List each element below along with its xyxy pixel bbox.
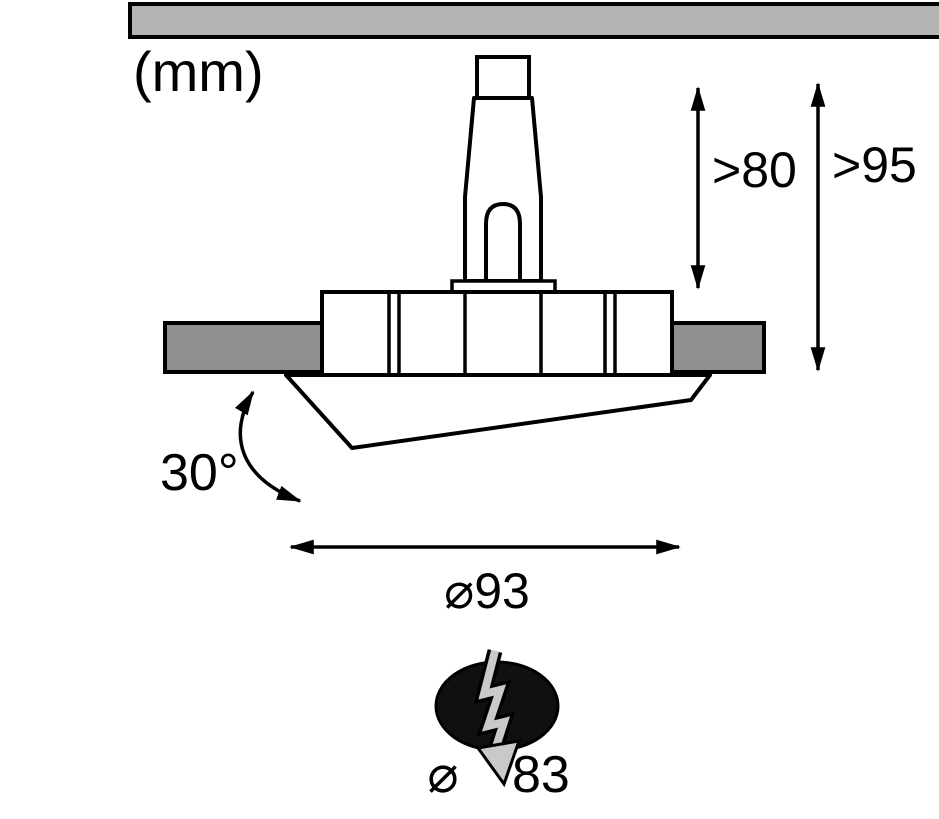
unit-label: (mm): [133, 40, 264, 103]
tilt-arc-arrow: [235, 390, 302, 503]
flange-left: [163, 321, 324, 374]
flange-right: [670, 321, 766, 374]
tilted-bezel: [284, 373, 712, 450]
tilt-angle-label: 30°: [160, 444, 239, 502]
cable-entry: [475, 55, 531, 100]
cutout-diameter-symbol: ⌀: [427, 746, 458, 804]
dim-label-depth80: >80: [712, 142, 797, 198]
connector-body: [463, 96, 543, 283]
bolt-arrowhead: [475, 739, 522, 788]
ceiling-bar: [128, 2, 939, 39]
housing-dividers: [387, 292, 617, 375]
bolt-core: [478, 650, 511, 752]
cable-clamp-detail: [484, 201, 522, 281]
housing-body: [320, 290, 674, 377]
dim-label-diameter93: ⌀93: [444, 563, 530, 619]
cutout-diameter-value: 83: [512, 746, 570, 804]
dim-label-depth95: >95: [832, 137, 917, 193]
cutout-bolt-arrow: [473, 649, 522, 788]
